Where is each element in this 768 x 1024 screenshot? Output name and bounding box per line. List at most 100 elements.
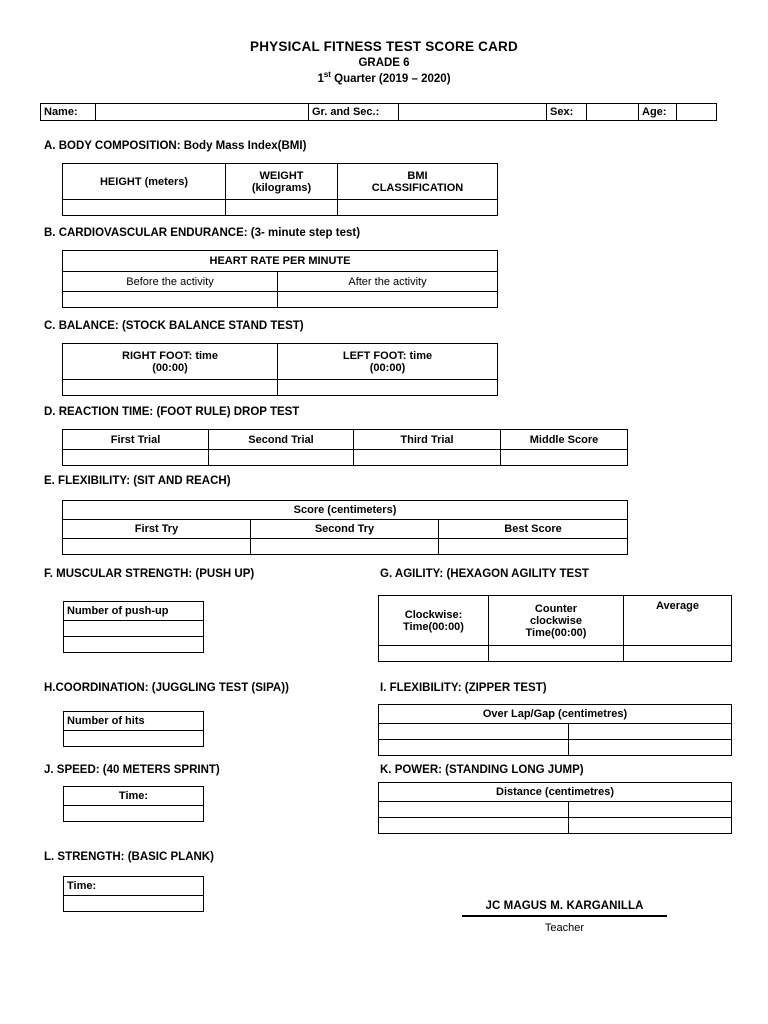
zipper-value-cell-r1c2[interactable]	[568, 723, 732, 740]
col-header-counter-line1: Counter	[534, 602, 578, 615]
basic-plank-table: Time:	[63, 876, 204, 912]
table-row	[62, 291, 498, 308]
distance-value-cell-r1c2[interactable]	[568, 801, 732, 818]
name-input[interactable]	[95, 103, 309, 121]
col-header-right-foot-line2: (00:00)	[152, 361, 188, 374]
col-header-right-foot-line1: RIGHT FOOT: time	[122, 349, 218, 362]
section-j-heading: J. SPEED: (40 METERS SPRINT)	[44, 764, 220, 776]
zipper-test-table: Over Lap/Gap (centimetres)	[378, 704, 732, 756]
third-trial-value-cell[interactable]	[353, 449, 501, 466]
col-header-weight-line1: WEIGHT	[259, 169, 304, 182]
document-header: PHYSICAL FITNESS TEST SCORE CARD GRADE 6…	[0, 38, 768, 87]
section-k-table-wrap: Distance (centimetres)	[378, 782, 732, 834]
col-header-bmi-line1: BMI	[407, 169, 428, 182]
sex-input[interactable]	[586, 103, 639, 121]
age-input[interactable]	[676, 103, 717, 121]
table-row: Time:	[63, 876, 204, 896]
col-header-right-foot: RIGHT FOOT: time(00:00)	[62, 343, 278, 380]
distance-title: Distance (centimetres)	[378, 782, 732, 802]
middle-score-value-cell[interactable]	[500, 449, 628, 466]
quarter-range: Quarter (2019 – 2020)	[330, 73, 451, 85]
table-row	[62, 449, 628, 466]
reaction-time-table: First Trial Second Trial Third Trial Mid…	[62, 429, 628, 466]
section-b-table-wrap: HEART RATE PER MINUTE Before the activit…	[62, 250, 498, 308]
col-header-sprint-time: Time:	[63, 786, 204, 806]
table-row	[63, 730, 204, 747]
section-d-heading: D. REACTION TIME: (FOOT RULE) DROP TEST	[44, 406, 300, 418]
col-header-height: HEIGHT (meters)	[62, 163, 226, 200]
section-f-heading: F. MUSCULAR STRENGTH: (PUSH UP)	[44, 568, 255, 580]
height-value-cell[interactable]	[62, 199, 226, 216]
col-header-clockwise-line2: Time(00:00)	[403, 620, 464, 633]
average-value-cell[interactable]	[623, 645, 732, 662]
table-row	[62, 538, 629, 555]
section-e-heading: E. FLEXIBILITY: (SIT AND REACH)	[44, 475, 231, 487]
zipper-value-cell-r2c1[interactable]	[378, 739, 569, 756]
second-try-value-cell[interactable]	[250, 538, 439, 555]
table-row: Name: Gr. and Sec.: Sex: Age:	[40, 103, 717, 121]
section-c-table-wrap: RIGHT FOOT: time(00:00) LEFT FOOT: time(…	[62, 343, 498, 396]
distance-value-cell-r2c2[interactable]	[568, 817, 732, 834]
table-row: First Try Second Try Best Score	[62, 519, 629, 539]
push-up-value-cell-1[interactable]	[63, 620, 204, 637]
col-header-clockwise-line1: Clockwise:	[404, 608, 463, 621]
table-row	[62, 199, 498, 216]
counter-clockwise-value-cell[interactable]	[488, 645, 624, 662]
juggling-test-table: Number of hits	[63, 711, 204, 747]
table-row: Time:	[63, 786, 204, 806]
plank-time-value-cell[interactable]	[63, 895, 204, 912]
sprint-table: Time:	[63, 786, 204, 822]
section-l-table-wrap: Time:	[63, 876, 204, 912]
table-row: HEART RATE PER MINUTE	[62, 250, 498, 272]
table-row: Score (centimeters)	[61, 500, 629, 520]
weight-value-cell[interactable]	[225, 199, 338, 216]
sit-and-reach-table: Score (centimeters) First Try Second Try…	[61, 500, 629, 555]
zipper-value-cell-r2c2[interactable]	[568, 739, 732, 756]
age-label: Age:	[638, 103, 677, 121]
distance-value-cell-r2c1[interactable]	[378, 817, 569, 834]
first-try-value-cell[interactable]	[62, 538, 251, 555]
col-header-best-score: Best Score	[437, 519, 629, 539]
section-g-heading: G. AGILITY: (HEXAGON AGILITY TEST	[380, 568, 589, 580]
col-header-first-trial: First Trial	[62, 429, 209, 450]
clockwise-value-cell[interactable]	[378, 645, 489, 662]
col-header-after-activity: After the activity	[277, 271, 498, 292]
score-centimeters-title: Score (centimeters)	[61, 500, 629, 520]
section-i-heading: I. FLEXIBILITY: (ZIPPER TEST)	[380, 682, 547, 694]
best-score-value-cell[interactable]	[437, 538, 629, 555]
push-up-table: Number of push-up	[63, 601, 204, 653]
number-of-hits-value-cell[interactable]	[63, 730, 204, 747]
balance-table: RIGHT FOOT: time(00:00) LEFT FOOT: time(…	[62, 343, 498, 396]
teacher-name: JC MAGUS M. KARGANILLA	[485, 900, 644, 912]
first-trial-value-cell[interactable]	[62, 449, 209, 466]
table-row	[63, 620, 204, 637]
bmi-classification-value-cell[interactable]	[337, 199, 498, 216]
sprint-time-value-cell[interactable]	[63, 805, 204, 822]
table-row: Number of hits	[63, 711, 204, 731]
distance-value-cell-r1c1[interactable]	[378, 801, 569, 818]
table-row	[378, 739, 732, 756]
sex-label: Sex:	[546, 103, 587, 121]
table-row	[62, 379, 498, 396]
after-activity-value-cell[interactable]	[277, 291, 498, 308]
col-header-first-try: First Try	[62, 519, 251, 539]
section-l-heading: L. STRENGTH: (BASIC PLANK)	[44, 851, 214, 863]
second-trial-value-cell[interactable]	[208, 449, 354, 466]
before-activity-value-cell[interactable]	[62, 291, 278, 308]
zipper-value-cell-r1c1[interactable]	[378, 723, 569, 740]
signature-block: JC MAGUS M. KARGANILLA Teacher	[462, 900, 667, 934]
quarter-ordinal-suffix: st	[323, 70, 331, 80]
push-up-value-cell-2[interactable]	[63, 636, 204, 653]
heart-rate-title: HEART RATE PER MINUTE	[62, 250, 498, 272]
quarter-subtitle: 1st Quarter (2019 – 2020)	[0, 71, 768, 87]
grade-section-label: Gr. and Sec.:	[308, 103, 399, 121]
col-header-counter-line3: Time(00:00)	[525, 626, 587, 639]
grade-section-input[interactable]	[398, 103, 547, 121]
left-foot-value-cell[interactable]	[277, 379, 498, 396]
right-foot-value-cell[interactable]	[62, 379, 278, 396]
col-header-left-foot: LEFT FOOT: time(00:00)	[277, 343, 498, 380]
